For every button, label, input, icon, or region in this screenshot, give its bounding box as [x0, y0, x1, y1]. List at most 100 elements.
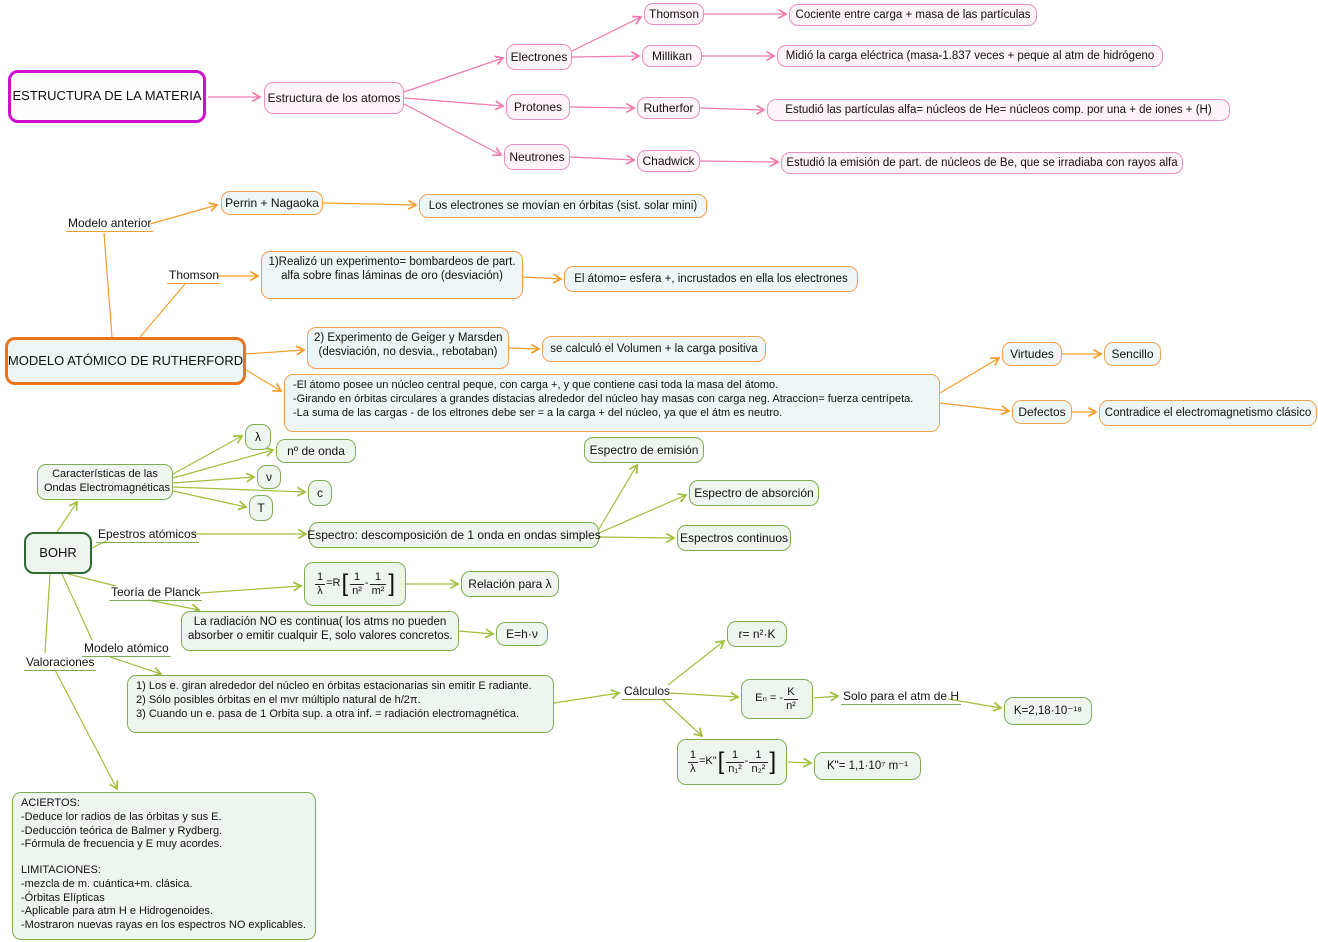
label-teoria-planck[interactable]: Teoría de Planck	[109, 585, 203, 601]
node-modelo-rutherford[interactable]: MODELO ATÓMICO DE RUTHERFORD	[5, 337, 246, 385]
node-geiger-result[interactable]: se calculó el Volumen + la carga positiv…	[542, 336, 766, 362]
node-sencillo[interactable]: Sencillo	[1104, 342, 1161, 366]
denominator: n₂²	[751, 762, 766, 775]
node-protones[interactable]: Protones	[506, 94, 570, 120]
node-e-foton[interactable]: E=h·ν	[496, 622, 548, 646]
left-bracket: [	[341, 570, 349, 598]
node-thomson[interactable]: Thomson	[644, 3, 704, 25]
node-ondas-electromagneticas[interactable]: Características de las Ondas Electromagn…	[37, 464, 173, 500]
node-rutherfor[interactable]: Rutherfor	[637, 97, 700, 119]
text-line: ACIERTOS:	[21, 797, 80, 809]
node-thomson-experiment[interactable]: 1)Realizó un experimento= bombardeos de …	[261, 251, 523, 299]
text-line: (desviación, no desvia., rebotaban)	[318, 346, 498, 359]
node-espectro-emision[interactable]: Espectro de emisión	[584, 437, 704, 463]
label-modelo-anterior[interactable]: Modelo anterior	[66, 216, 154, 232]
node-postulados-bohr[interactable]: 1) Los e. giran alrededor del núcleo en …	[127, 675, 554, 733]
numerator: 1	[350, 571, 364, 585]
node-chadwick[interactable]: Chadwick	[637, 150, 700, 172]
node-radiacion-no-continua[interactable]: La radiación NO es continua( los atms no…	[181, 611, 459, 651]
label-calculos[interactable]: Cálculos	[622, 684, 673, 700]
text-line: -Aplicable para atm H e Hidrogenoides.	[21, 905, 213, 918]
text-line: Ondas Electromagnéticas	[44, 481, 170, 494]
text-line: 1)Realizó un experimento= bombardeos de …	[268, 256, 516, 268]
text-line: alfa sobre finas láminas de oro (desviac…	[281, 270, 503, 283]
node-k-value[interactable]: K=2,18·10⁻¹⁸	[1004, 697, 1092, 725]
right-bracket: ]	[388, 570, 396, 598]
label-espectros-atomicos[interactable]: Epestros atómicos	[96, 527, 199, 543]
node-millikan[interactable]: Millikan	[642, 45, 702, 67]
operator: =R	[326, 577, 341, 590]
node-espectro-absorcion[interactable]: Espectro de absorción	[689, 480, 819, 506]
node-perrin-desc[interactable]: Los electrones se movían en órbitas (sis…	[419, 194, 707, 218]
label-solo-atm-h[interactable]: Solo para el atm de H	[841, 689, 962, 705]
text-line: LIMITACIONES:	[21, 864, 101, 876]
node-millikan-desc[interactable]: Midió la carga eléctrica (masa-1.837 vec…	[777, 45, 1163, 67]
node-defectos-desc[interactable]: Contradice el electromagnetismo clásico	[1099, 400, 1317, 426]
node-thomson-result[interactable]: El átomo= esfera +, incrustados en ella …	[564, 266, 858, 292]
node-frecuencia[interactable]: ν	[257, 465, 281, 489]
numerator: 1	[726, 749, 744, 763]
text-line: -El átomo posee un núcleo central peque,…	[293, 379, 779, 391]
node-perrin-nagaoka[interactable]: Perrin + Nagaoka	[221, 191, 323, 215]
node-relacion-lambda[interactable]: Relación para λ	[461, 571, 559, 597]
text-line: -La suma de las cargas - de los eltrones…	[293, 406, 783, 419]
numerator: K	[784, 686, 798, 700]
numerator: 1	[314, 570, 326, 585]
text-line: -Órbitas Elípticas	[21, 891, 105, 904]
denominator: n²	[786, 699, 796, 712]
text-line: 2) Experimento de Geiger y Marsden	[314, 332, 503, 344]
node-estructura-materia[interactable]: ESTRUCTURA DE LA MATERIA	[8, 70, 206, 123]
node-virtudes[interactable]: Virtudes	[1002, 342, 1062, 366]
node-defectos[interactable]: Defectos	[1012, 400, 1072, 424]
node-aciertos-limitaciones[interactable]: ACIERTOS: -Deduce lor radios de las órbi…	[12, 792, 316, 940]
node-electrones[interactable]: Electrones	[506, 44, 572, 70]
node-k2-value[interactable]: K"= 1,1·10⁷ m⁻¹	[814, 752, 921, 780]
text-line: 1) Los e. giran alrededor del núcleo en …	[136, 680, 532, 692]
text-line: -Deducción teórica de Balmer y Rydberg.	[21, 824, 223, 837]
text-line: Características de las	[52, 468, 158, 480]
right-bracket: ]	[769, 748, 777, 776]
text-line: absorber o emitir cualquir E, solo valor…	[188, 630, 453, 643]
node-thomson-desc[interactable]: Cociente entre carga + masa de las partí…	[789, 4, 1037, 26]
label-modelo-atomico[interactable]: Modelo atómico	[82, 641, 171, 657]
node-chadwick-desc[interactable]: Estudió la emisión de part. de núcleos d…	[781, 152, 1183, 174]
text-line: 2) Sólo posibles órbitas en el mvr múlti…	[136, 693, 421, 706]
denominator: λ	[317, 584, 323, 597]
node-c[interactable]: c	[308, 480, 332, 506]
node-numero-onda[interactable]: nº de onda	[276, 439, 356, 463]
text-line: -Fórmula de frecuencia y E muy acordes.	[21, 838, 223, 851]
node-lambda[interactable]: λ	[245, 424, 271, 450]
node-espectro-def[interactable]: Espectro: descomposición de 1 onda en on…	[307, 522, 601, 548]
denominator: λ	[690, 762, 696, 775]
denominator: n²	[352, 584, 362, 597]
node-bohr[interactable]: BOHR	[24, 532, 92, 574]
node-neutrones[interactable]: Neutrones	[504, 144, 570, 170]
label-valoraciones[interactable]: Valoraciones	[24, 655, 97, 671]
node-rutherfor-desc[interactable]: Estudió las partículas alfa= núcleos de …	[767, 99, 1230, 121]
formula-lhs: Eₙ = -	[755, 692, 784, 705]
numerator: 1	[369, 571, 387, 585]
node-geiger-marsden[interactable]: 2) Experimento de Geiger y Marsden (desv…	[307, 327, 509, 369]
left-bracket: [	[717, 748, 725, 776]
node-rutherford-conclusions[interactable]: -El átomo posee un núcleo central peque,…	[284, 374, 940, 432]
label-thomson[interactable]: Thomson	[167, 268, 222, 284]
node-radio-orbita[interactable]: r= n²·K	[727, 621, 787, 647]
node-periodo[interactable]: T	[249, 495, 273, 521]
minus-sign: -	[364, 577, 369, 590]
operator: =K"	[698, 755, 717, 768]
node-espectros-continuos[interactable]: Espectros continuos	[677, 525, 791, 551]
text-line: -Deduce lor radios de las órbitas y sus …	[21, 810, 222, 823]
text-line: La radiación NO es continua( los atms no…	[193, 616, 447, 628]
node-estructura-atomos[interactable]: Estructura de los atomos	[264, 82, 404, 114]
